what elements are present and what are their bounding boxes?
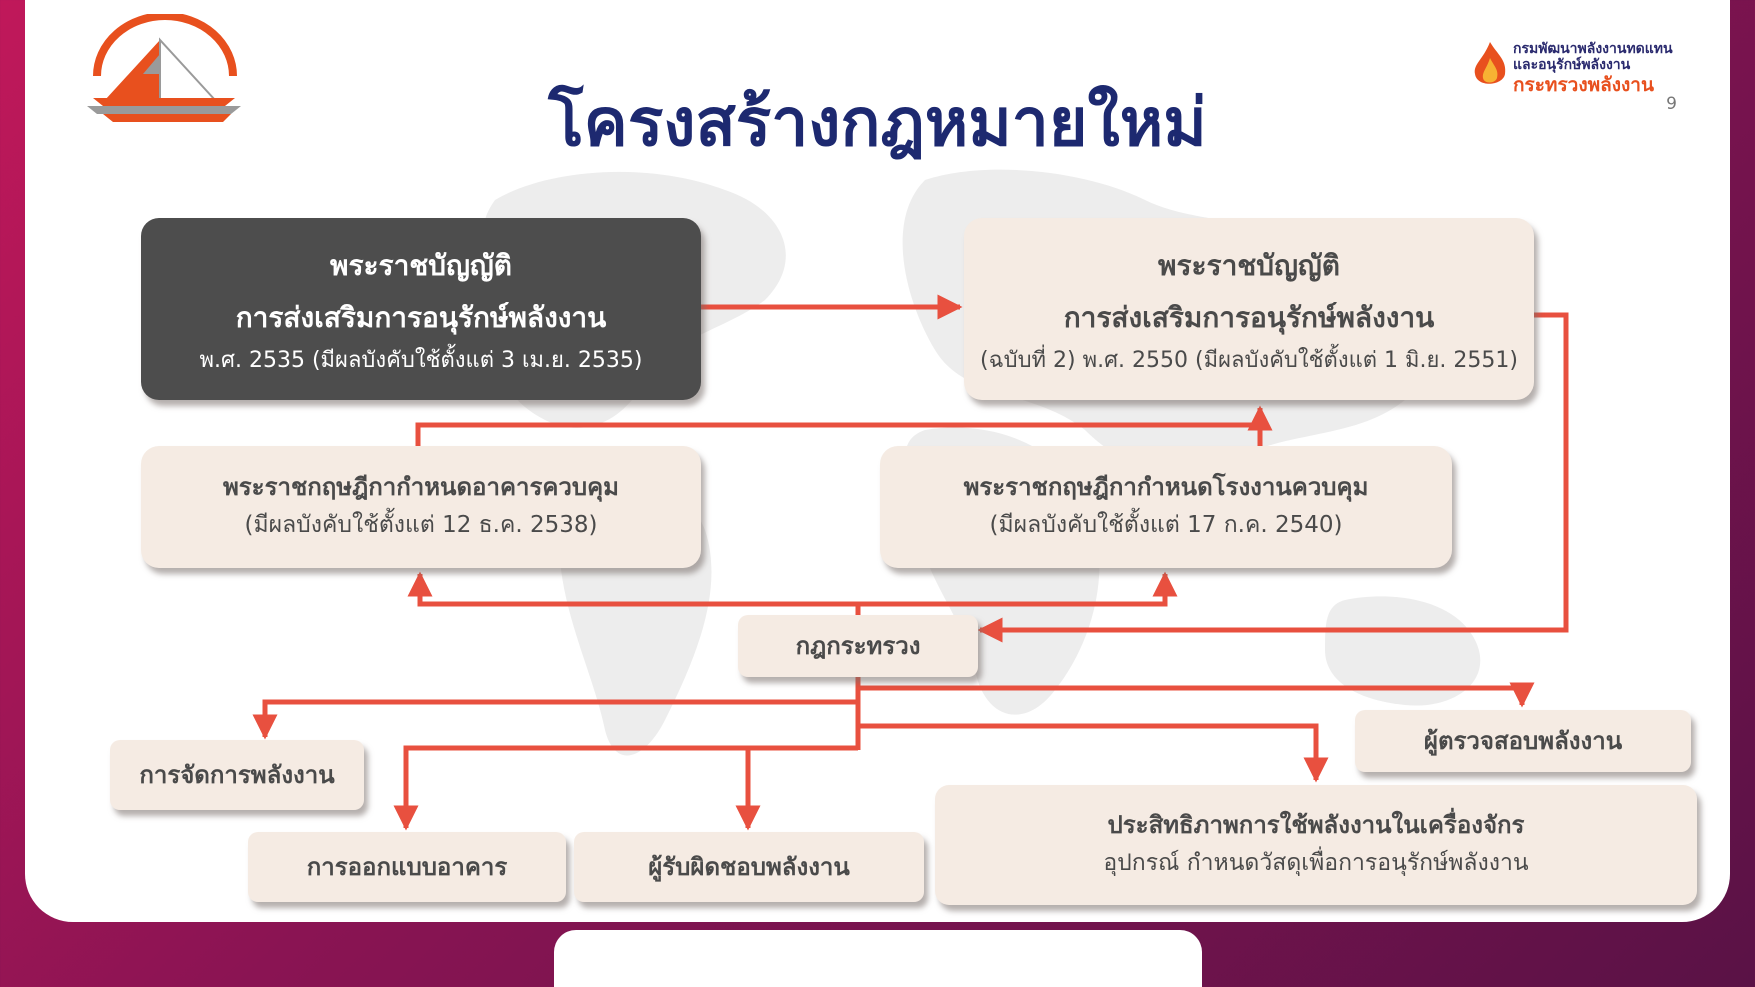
decree-factory-box: พระราชกฤษฎีกากำหนดโรงงานควบคุม (มีผลบังค… — [880, 446, 1452, 568]
decree-building-box: พระราชกฤษฎีกากำหนดอาคารควบคุม (มีผลบังคั… — [141, 446, 701, 568]
bottom-tab — [554, 930, 1202, 987]
act-2550-box: พระราชบัญญัติ การส่งเสริมการอนุรักษ์พลัง… — [964, 218, 1534, 400]
decree-factory-title: พระราชกฤษฎีกากำหนดโรงงานควบคุม — [963, 473, 1369, 501]
decree-building-date: (มีผลบังคับใช้ตั้งแต่ 12 ธ.ค. 2538) — [244, 512, 598, 538]
flame-logo-icon — [1474, 42, 1506, 84]
department-logo: กรมพัฒนาพลังงานทดแทน และอนุรักษ์พลังงาน … — [1471, 36, 1721, 118]
decree-building-title: พระราชกฤษฎีกากำหนดอาคารควบคุม — [222, 473, 620, 501]
pyramid-logo-icon — [87, 14, 241, 122]
ministry-name: กระทรวงพลังงาน — [1513, 74, 1654, 96]
building-design-box: การออกแบบอาคาร — [248, 832, 566, 902]
decree-factory-date: (มีผลบังคับใช้ตั้งแต่ 17 ก.ค. 2540) — [989, 512, 1343, 538]
machine-efficiency-subtitle: อุปกรณ์ กำหนดวัสดุเพื่อการอนุรักษ์พลังงา… — [1103, 850, 1529, 876]
act-2550-title: พระราชบัญญัติ — [1158, 249, 1340, 282]
energy-responsible-box: ผู้รับผิดชอบพลังงาน — [574, 832, 924, 902]
machine-efficiency-title: ประสิทธิภาพการใช้พลังงานในเครื่องจักร — [1107, 811, 1525, 839]
page-title: โครงสร้างกฎหมายใหม่ — [548, 84, 1207, 161]
ministerial-regulation-box: กฎกระทรวง — [738, 615, 978, 677]
machine-efficiency-box: ประสิทธิภาพการใช้พลังงานในเครื่องจักร อุ… — [935, 785, 1697, 905]
energy-auditor-label: ผู้ตรวจสอบพลังงาน — [1423, 727, 1623, 755]
slide-number: 9 — [1666, 94, 1677, 114]
energy-responsible-label: ผู้รับผิดชอบพลังงาน — [648, 853, 850, 881]
act-2535-subtitle: การส่งเสริมการอนุรักษ์พลังงาน — [235, 301, 607, 334]
act-2535-title: พระราชบัญญัติ — [330, 249, 512, 282]
act-2535-box: พระราชบัญญัติ การส่งเสริมการอนุรักษ์พลัง… — [141, 218, 701, 400]
energy-management-box: การจัดการพลังงาน — [110, 740, 364, 810]
energy-auditor-box: ผู้ตรวจสอบพลังงาน — [1355, 710, 1691, 772]
act-2535-date: พ.ศ. 2535 (มีผลบังคับใช้ตั้งแต่ 3 เม.ย. … — [199, 348, 643, 373]
department-name-line2: และอนุรักษ์พลังงาน — [1513, 57, 1631, 73]
energy-management-label: การจัดการพลังงาน — [139, 761, 335, 789]
act-2550-date: (ฉบับที่ 2) พ.ศ. 2550 (มีผลบังคับใช้ตั้ง… — [980, 348, 1518, 373]
act-2550-subtitle: การส่งเสริมการอนุรักษ์พลังงาน — [1063, 301, 1435, 334]
ministerial-regulation-label: กฎกระทรวง — [795, 632, 921, 660]
building-design-label: การออกแบบอาคาร — [306, 853, 508, 881]
department-name-line1: กรมพัฒนาพลังงานทดแทน — [1513, 41, 1673, 57]
